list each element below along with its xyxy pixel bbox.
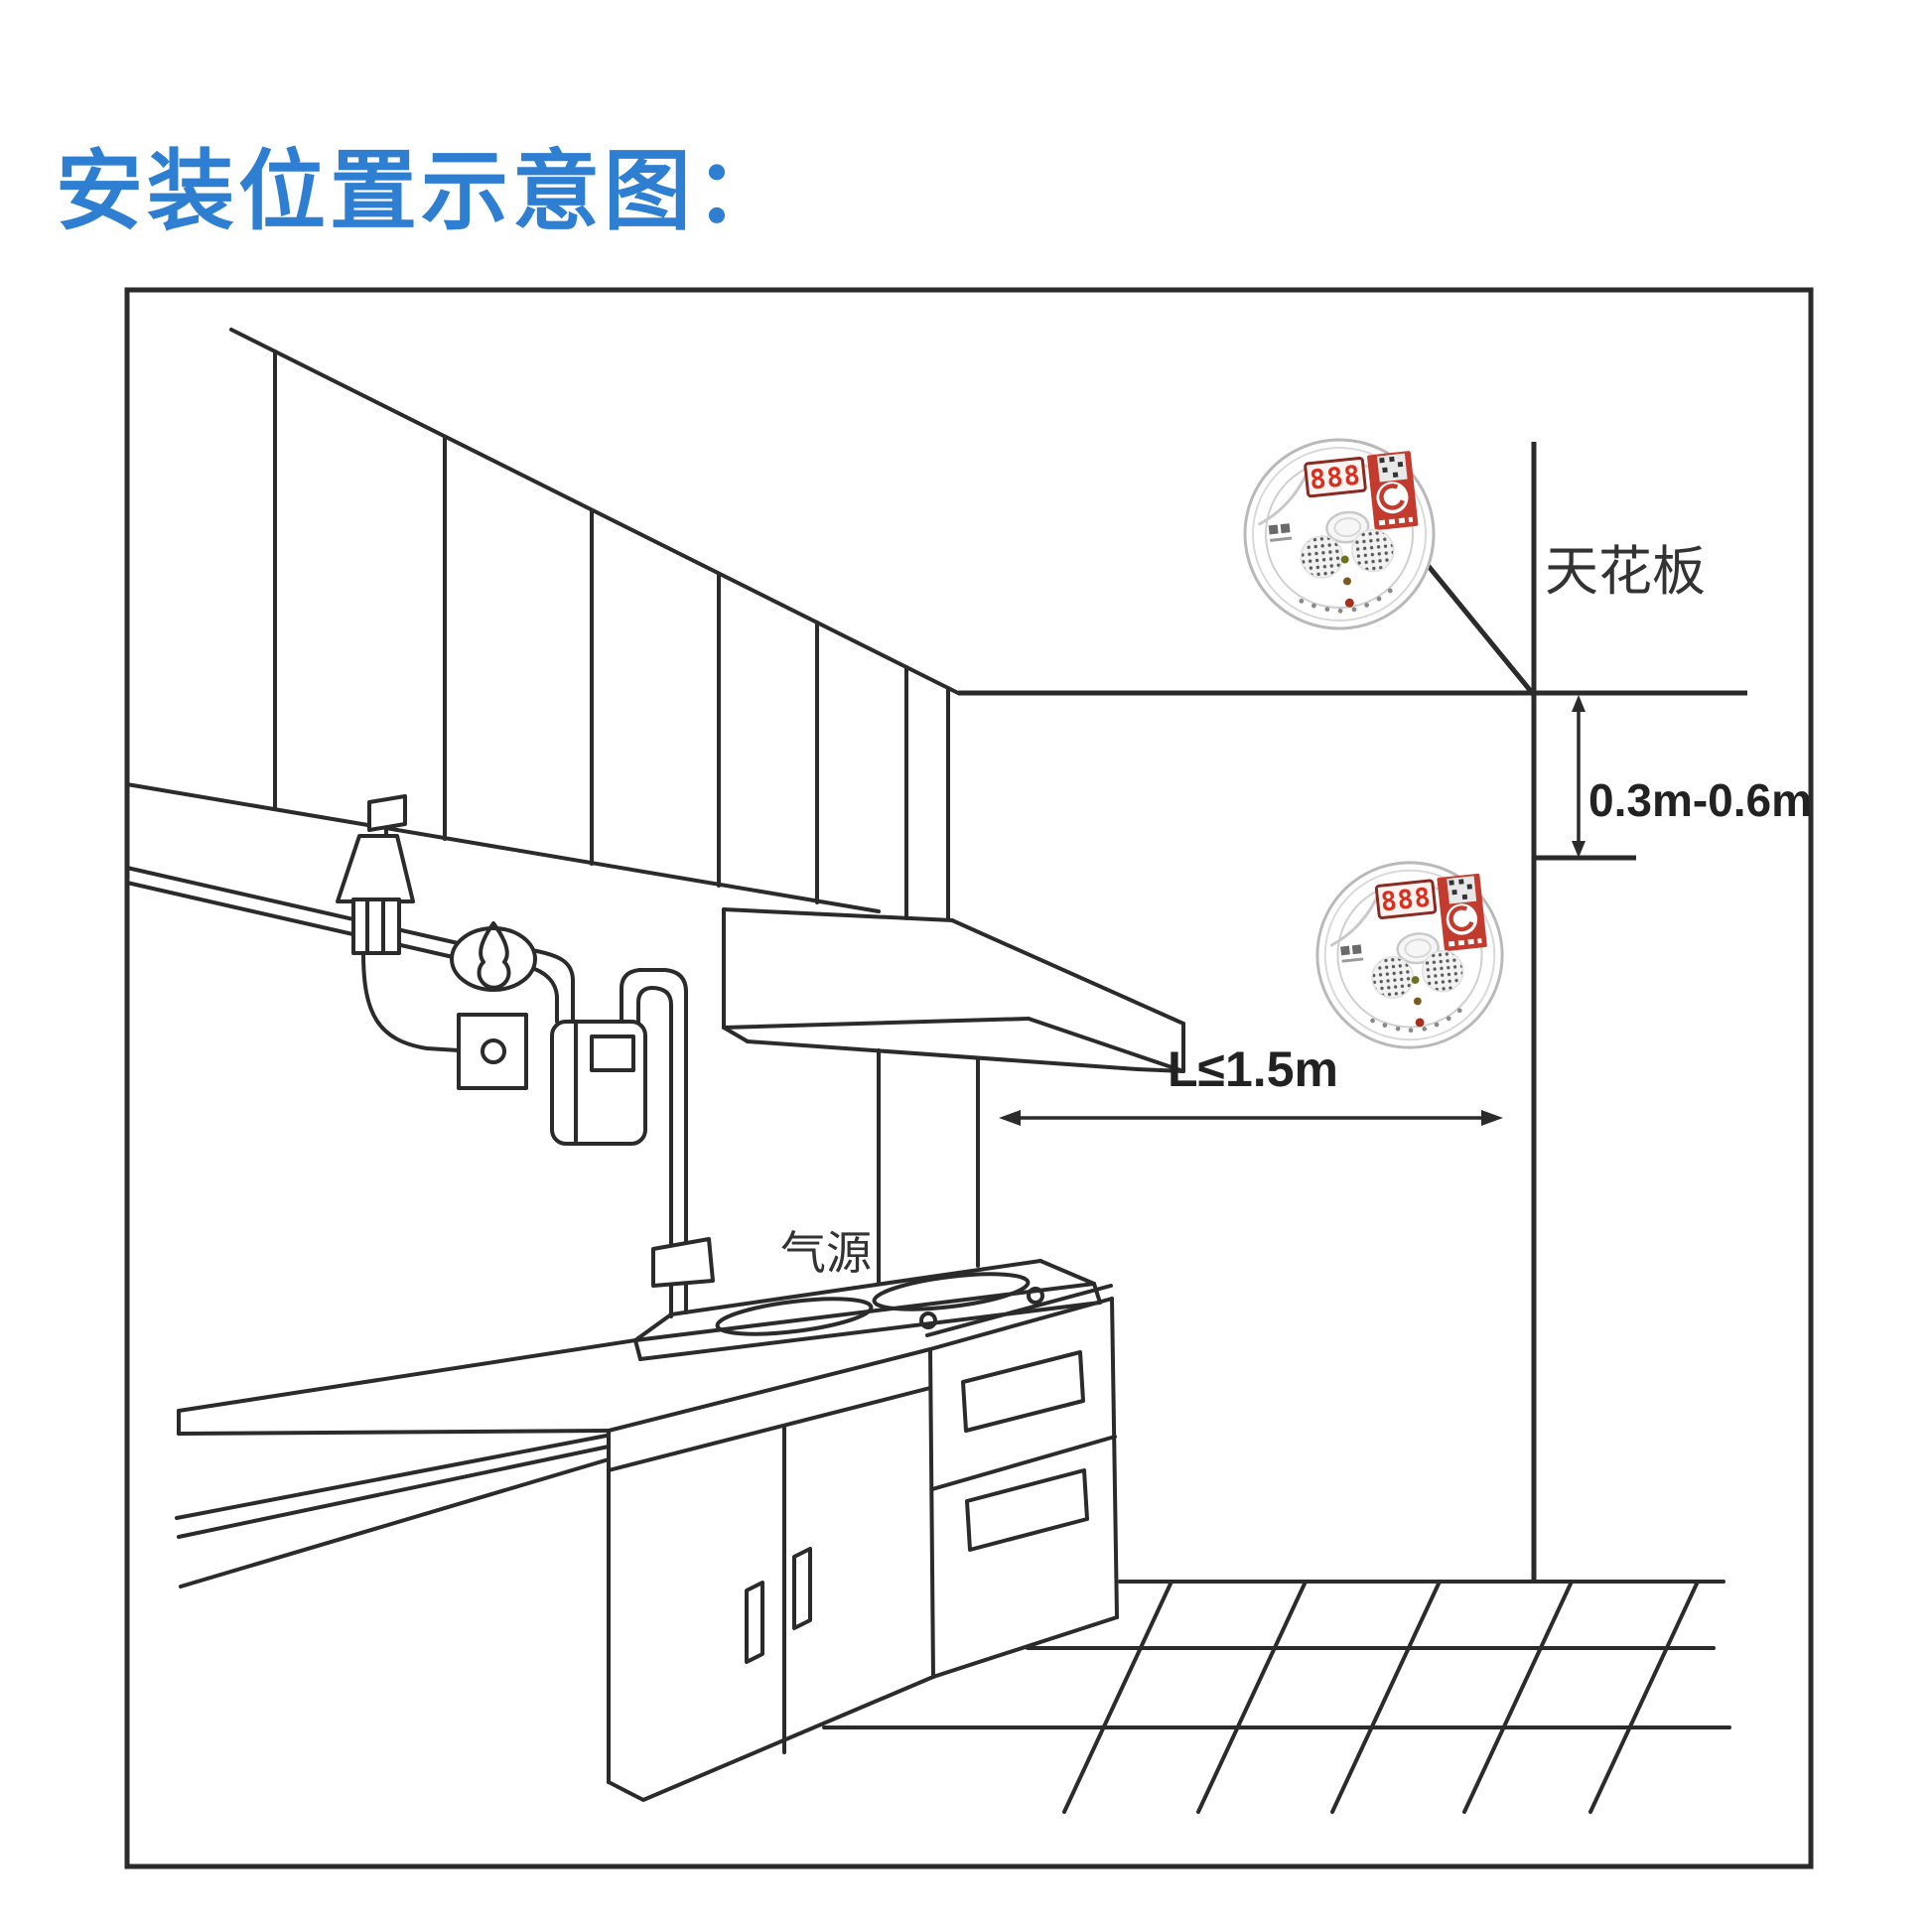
burner	[715, 1297, 874, 1336]
ceiling-distance-dimension: 0.3m-0.6m	[1534, 695, 1812, 861]
page-title: 安装位置示意图：	[56, 142, 787, 240]
stove-regulator-valve	[651, 1237, 715, 1288]
drawer-front	[965, 1468, 1089, 1552]
pipe-valve-cone	[336, 794, 415, 955]
drawer-front	[961, 1350, 1085, 1433]
floor-tiles	[822, 1580, 1731, 1814]
base-cabinet-doors	[607, 1347, 935, 1802]
ceiling-soffit	[125, 328, 960, 921]
drawer-cabinet	[925, 1284, 1119, 1679]
diagram-frame-border	[124, 287, 1814, 1869]
detector-top: 888	[1236, 431, 1444, 638]
detector-display-digits: 888	[1379, 882, 1433, 917]
gas-meter	[550, 1020, 647, 1146]
detector-bottom: 888	[1309, 854, 1512, 1057]
source-distance-dimension: L≤1.5m	[999, 1041, 1503, 1126]
range-hood	[722, 907, 1185, 1286]
gas-source-label: 气源	[780, 1227, 872, 1279]
ceiling-distance-label: 0.3m-0.6m	[1588, 774, 1812, 826]
detector-pointer-line	[1425, 562, 1536, 697]
detector-display-digits: 888	[1309, 460, 1363, 495]
burner	[872, 1272, 1031, 1311]
gas-stove	[633, 1259, 1102, 1361]
ceiling-label: 天花板	[1545, 542, 1706, 602]
door-handle	[745, 1581, 764, 1664]
teardrop-valve	[450, 921, 537, 992]
wall-switch	[457, 1013, 528, 1090]
counter-left-wing	[175, 1338, 637, 1588]
source-distance-label: L≤1.5m	[1168, 1041, 1338, 1097]
door-handle	[792, 1547, 812, 1630]
gas-pipe	[125, 866, 688, 1318]
